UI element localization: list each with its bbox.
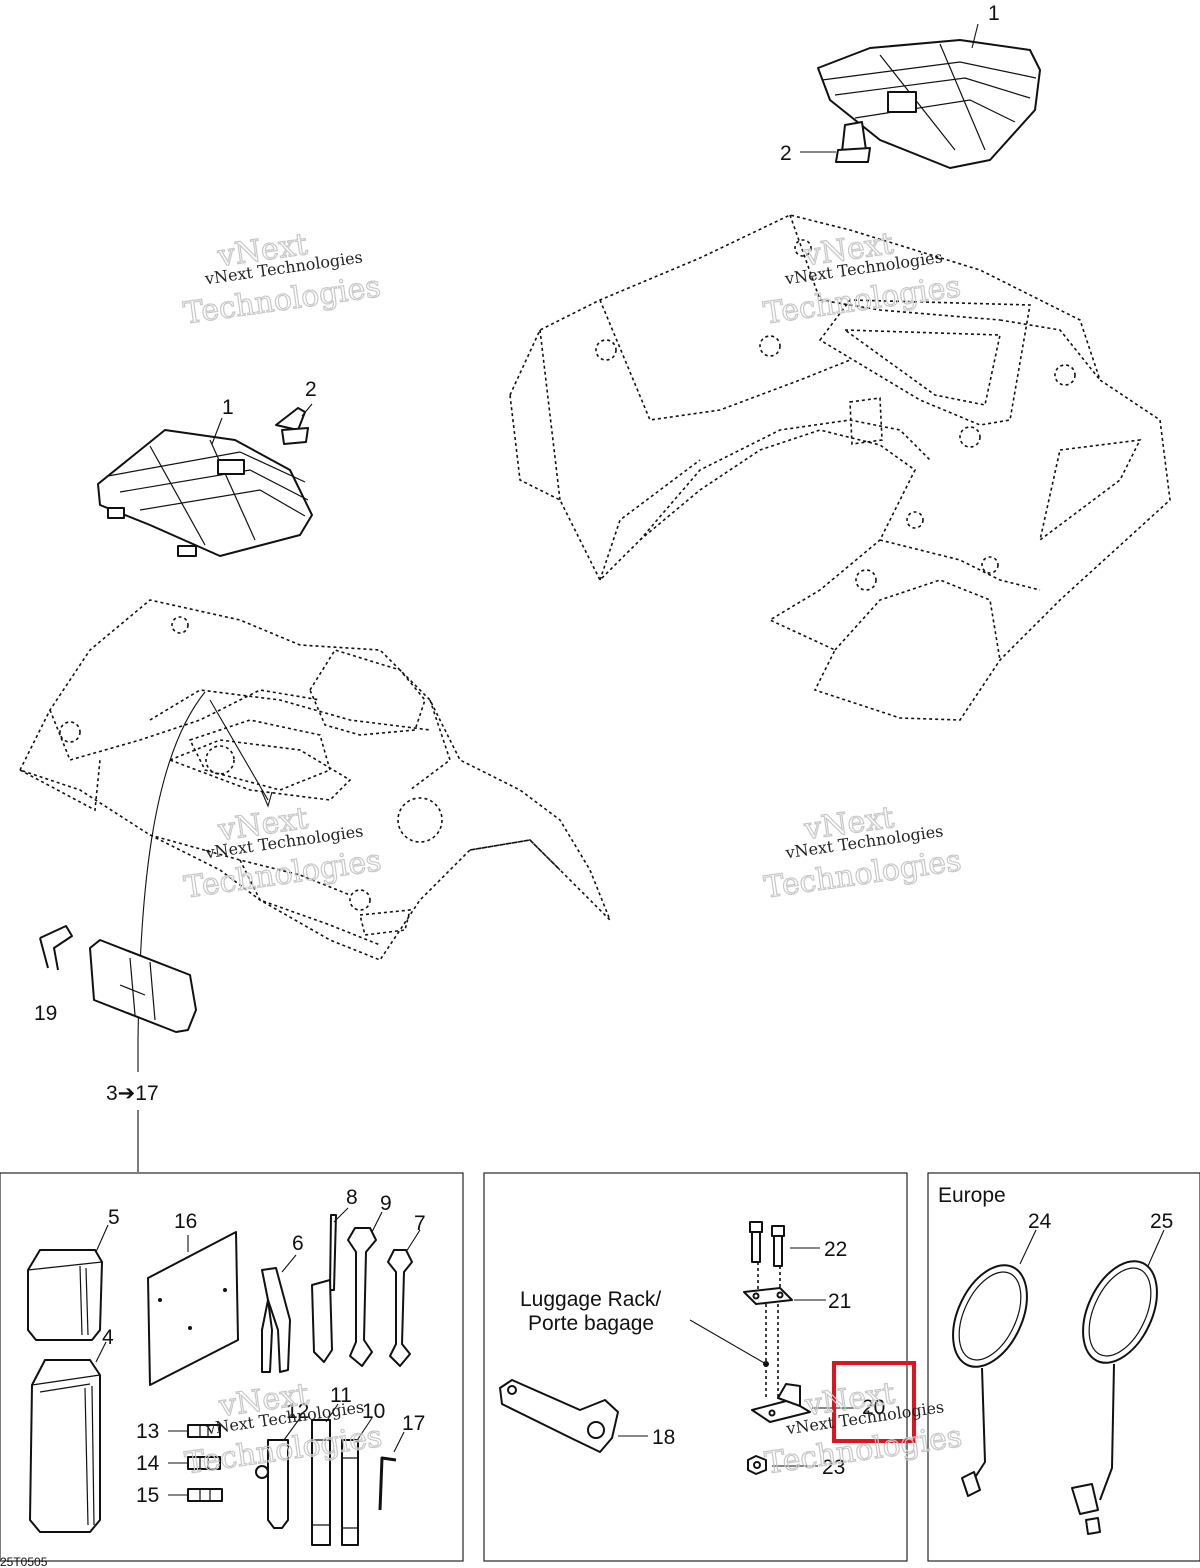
plate-21 [743, 1287, 793, 1305]
callout-5: 5 [108, 1206, 120, 1229]
callout-19: 19 [34, 1002, 57, 1025]
callout-6: 6 [292, 1232, 304, 1255]
panel-tool-kit [0, 1172, 464, 1562]
callout-22: 22 [824, 1238, 847, 1261]
callout-7: 7 [414, 1212, 426, 1235]
fuse-15 [187, 1488, 223, 1502]
panel-europe-mirrors [927, 1172, 1200, 1562]
latch-top [835, 121, 871, 163]
callout-18: 18 [652, 1426, 675, 1449]
wrench-18 [499, 1379, 619, 1453]
callout-2-top: 2 [780, 142, 792, 165]
callout-15: 15 [136, 1484, 159, 1507]
watermark-5: vNext vNext Technologies Technologies [182, 1376, 385, 1482]
socket-10 [341, 1439, 359, 1546]
europe-label: Europe [938, 1184, 1006, 1207]
watermark-1: vNext vNext Technologies Technologies [181, 226, 384, 332]
callout-8: 8 [346, 1186, 358, 1209]
mirror-25 [1071, 1260, 1158, 1535]
latch-left [275, 407, 309, 445]
panel-luggage-rack [483, 1172, 908, 1562]
tool-box-base-4 [29, 1359, 101, 1533]
screwdriver-8 [311, 1214, 337, 1363]
watermark-4: vNext vNext Technologies Technologies [761, 800, 964, 907]
callout-1-top: 1 [988, 2, 1000, 25]
callout-9: 9 [380, 1192, 392, 1215]
wrench-9 [347, 1227, 377, 1367]
spark-plug-tool-12 [255, 1439, 289, 1529]
bolts-22 [749, 1221, 785, 1267]
bracket-20 [751, 1383, 811, 1423]
callout-17: 17 [402, 1412, 425, 1435]
callout-24: 24 [1028, 1210, 1052, 1233]
front-fender [18, 599, 611, 1041]
tool-box-closed [89, 939, 197, 1033]
callout-20: 20 [862, 1396, 885, 1419]
mirror-24 [952, 1264, 1028, 1497]
callout-13: 13 [136, 1420, 159, 1443]
drawing-reference: 25T0505 [0, 1555, 48, 1568]
callout-2-left: 2 [305, 378, 317, 401]
callout-14: 14 [136, 1452, 160, 1475]
storage-cover-left [97, 429, 313, 557]
callout-10: 10 [362, 1400, 385, 1423]
wrench-7 [387, 1249, 413, 1367]
part-19-wire [39, 925, 73, 971]
callout-23: 23 [822, 1456, 845, 1479]
callout-range-3-17: 3➔17 [106, 1082, 159, 1105]
callout-4: 4 [102, 1326, 114, 1349]
hex-key-17 [378, 1456, 397, 1511]
luggage-rack-label-line1: Luggage Rack/ [520, 1288, 661, 1311]
callout-12: 12 [286, 1400, 309, 1423]
luggage-rack-label-line2: Porte bagage [528, 1312, 654, 1335]
callout-25: 25 [1150, 1210, 1173, 1233]
rear-fender [509, 214, 1171, 721]
socket-11 [311, 1419, 331, 1546]
callout-21: 21 [828, 1290, 851, 1313]
nut-23 [747, 1455, 767, 1475]
callout-16: 16 [174, 1210, 197, 1233]
watermark-3: vNext vNext Technologies Technologies [181, 800, 384, 906]
tool-box-lid-5 [27, 1249, 103, 1341]
callout-1-left: 1 [222, 396, 234, 419]
highlight-box-20 [832, 1361, 916, 1443]
callout-11: 11 [330, 1384, 352, 1407]
watermark-2: vNext vNext Technologies Technologies [761, 226, 964, 333]
instruction-sheet-16 [147, 1231, 239, 1386]
pliers-6 [261, 1267, 291, 1373]
